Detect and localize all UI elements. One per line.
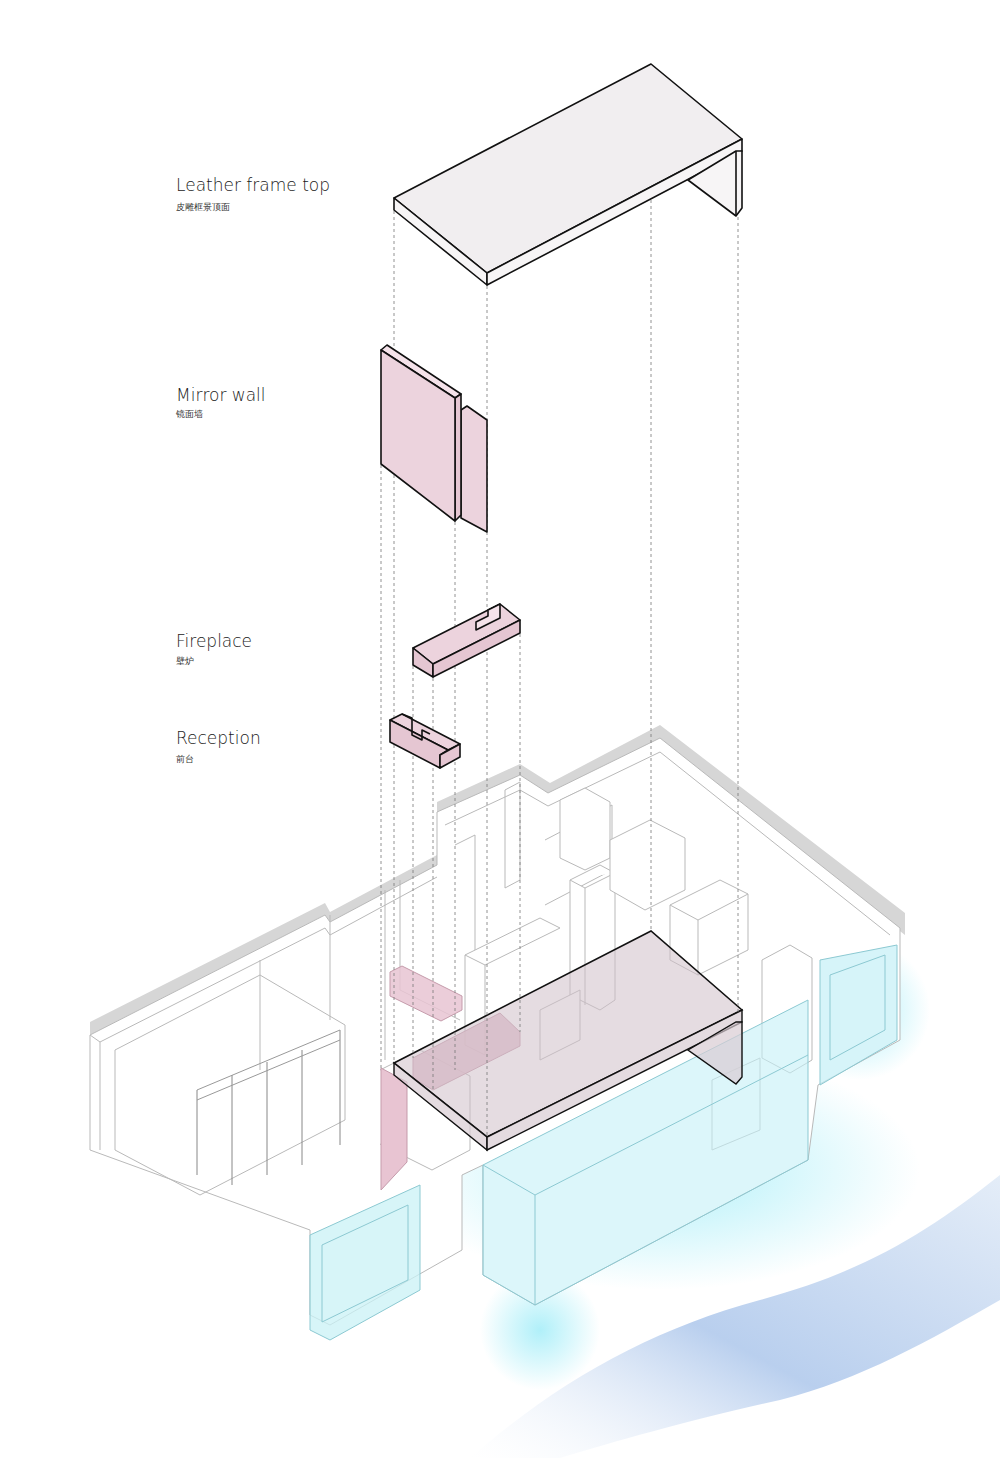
floor-plan-shape <box>90 738 900 1325</box>
glass-wall-shape <box>830 955 885 1060</box>
fireplace <box>413 604 520 677</box>
floor-plan-shape <box>445 752 890 935</box>
reception-shape <box>440 744 460 768</box>
mirror-wall-shape <box>455 394 461 521</box>
mirror-wall-shape <box>461 406 487 532</box>
leather-frame-top-shape <box>688 151 742 216</box>
part-name-chinese: 镜面墙 <box>176 409 203 419</box>
part-name-chinese: 壁炉 <box>176 656 194 666</box>
floor-plan-shape <box>100 877 437 1042</box>
projection-line-shape <box>394 211 395 1063</box>
floor-footprints-shape <box>381 1068 407 1190</box>
floor-plan-shape <box>260 890 385 1070</box>
floor-footprints-shape <box>394 1063 487 1150</box>
floor-footprints-shape <box>487 1010 742 1150</box>
floor-plan-shape <box>197 1030 340 1185</box>
part-name-chinese: 前台 <box>176 754 194 764</box>
projection-line-shape <box>455 522 456 1070</box>
reception-shape <box>402 714 430 740</box>
projection-line-shape <box>487 286 488 1137</box>
floor-plan-shape <box>560 788 610 870</box>
leather-frame-top-shape <box>394 198 487 285</box>
glass-wall-shape <box>322 1205 408 1322</box>
projection-line <box>381 200 738 1137</box>
projection-line-shape <box>738 217 739 1012</box>
leather-frame-top-shape <box>735 151 737 216</box>
floor-plan-shape <box>90 1035 100 1150</box>
fireplace-shape <box>476 604 500 630</box>
part-name: Reception <box>176 729 261 749</box>
projection-line-shape <box>520 634 521 1032</box>
part-name: Leather frame top <box>176 176 330 196</box>
glass-wall-shape <box>310 1185 420 1340</box>
floor-plan-shape <box>197 1030 340 1100</box>
leather-frame-top-shape <box>487 139 742 285</box>
floor-plan <box>90 725 905 1325</box>
reception <box>390 714 460 768</box>
projection-line-shape <box>381 465 382 1068</box>
mirror-wall-shape <box>381 350 455 521</box>
part-name: Mirror wall <box>176 386 266 406</box>
floor-footprints-shape <box>688 1022 742 1084</box>
leather-frame-top <box>394 64 742 285</box>
floor-footprints <box>381 931 742 1190</box>
part-name-chinese: 皮雕框景顶面 <box>176 202 230 212</box>
part-name: Fireplace <box>176 632 252 652</box>
glass-wall-shape <box>820 945 897 1085</box>
floor-footprints-shape <box>390 966 462 1021</box>
floor-plan-shape <box>610 820 685 910</box>
mirror-wall <box>381 345 487 532</box>
fireplace-shape <box>413 648 433 677</box>
floor-plan-shape <box>115 975 345 1195</box>
projection-line-shape <box>651 200 652 931</box>
